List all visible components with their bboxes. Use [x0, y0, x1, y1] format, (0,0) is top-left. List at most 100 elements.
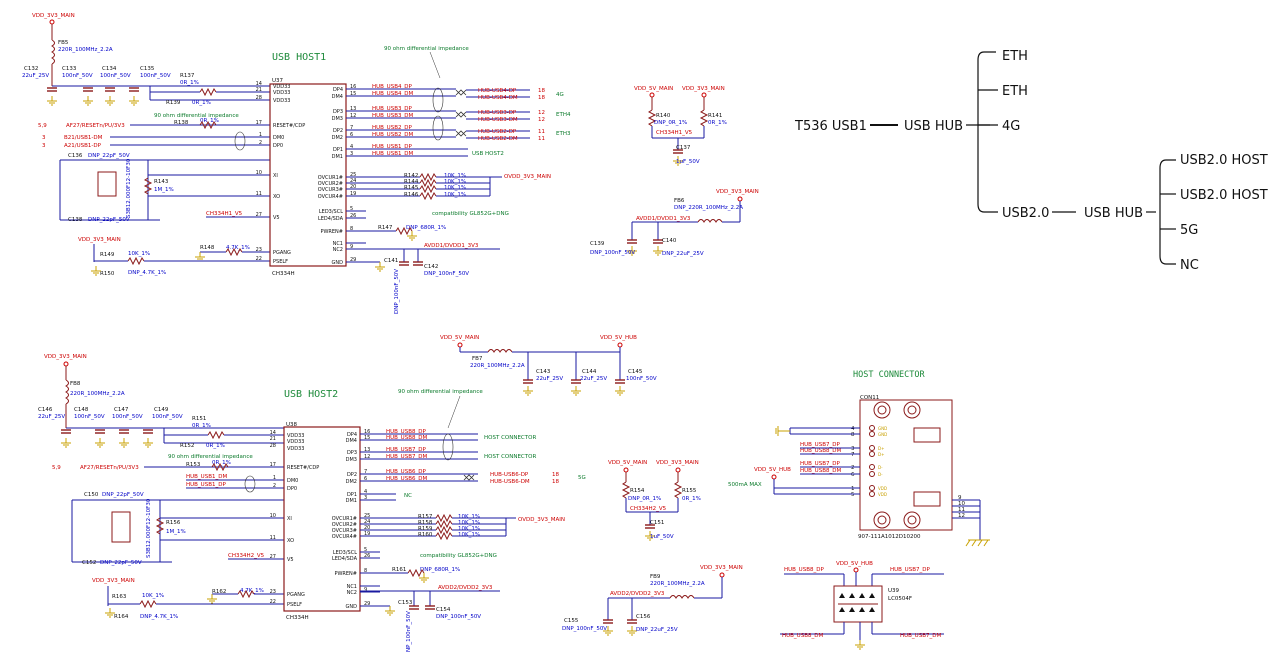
host2-ic-body [283, 426, 361, 612]
esd-br: HUB_USB7_DM [900, 633, 941, 639]
out-net-label: HUB-USB4-DP [478, 88, 517, 94]
host2-out-num: 18 [552, 472, 559, 478]
pin-number: 23 [270, 589, 276, 595]
ovcur-res-val: 10K_1% [458, 526, 480, 532]
p2-r154-ref: R154 [630, 488, 645, 494]
esd-ref: U39 [888, 588, 900, 594]
p2-c155-val: DNP_100nF_50V [562, 626, 607, 632]
p2-r155-ref: R155 [682, 488, 697, 494]
pin-number: 15 [350, 91, 356, 97]
host2-tag-5g: 5G [578, 475, 586, 481]
esd-tr: HUB_USB7_DP [890, 567, 930, 573]
pin-name: DP2 [333, 128, 343, 134]
p2-r154-val: DNP_0R_1% [628, 496, 661, 502]
host1-c141-val: DNP_100nF_50V [394, 269, 400, 314]
conn-pin-number: 8 [851, 432, 855, 438]
pin-name: PSELF [287, 602, 302, 608]
pin-name: DP1 [333, 147, 343, 153]
conn-pin-label: D+ [878, 446, 884, 451]
pin-name: V5 [273, 215, 280, 221]
host1-tag-eth3: ETH3 [556, 131, 571, 137]
host1-dp-num: 3 [42, 143, 46, 149]
esd-tl: HUB_USB8_DP [784, 567, 824, 573]
pin-name: NC2 [347, 590, 357, 596]
ovcur-res-val: 10K_1% [444, 185, 466, 191]
host1-ovdd: OVDD_3V3_MAIN [504, 174, 551, 180]
pin-name: DM1 [346, 498, 357, 504]
pin-name: RESET#/CDP [273, 123, 305, 129]
host2-cap-ref: C149 [154, 407, 169, 413]
host1-c138-ref: C138 [68, 217, 83, 223]
pin-number: 11 [270, 535, 276, 541]
esd-bl: HUB_USB8_DM [782, 633, 823, 639]
pin-name: LED3/SCL [319, 209, 343, 215]
host1-r148-val: 4.7K_1% [226, 245, 250, 251]
p2-c143-val: 22uF_25V [536, 376, 563, 382]
host2-cap-ref: C147 [114, 407, 129, 413]
pin-name: XI [287, 516, 292, 522]
host1-reset-net: AF27/RESETn/PU/3V3 [66, 123, 125, 129]
host1-fb-ref: FB5 [58, 40, 69, 46]
pin-name: PSELF [273, 259, 288, 265]
pin-number: 20 [350, 184, 356, 190]
pin-name: LED4/SDA [332, 556, 358, 562]
host2-r164-ref: R164 [114, 614, 129, 620]
host2-avdd: AVDD2/DVDD2_3V3 [438, 585, 493, 591]
host1-fb-val: 220R_100MHz_2.2A [58, 47, 113, 53]
esd-part: LC0504F [888, 596, 912, 602]
host1-c142-ref: C142 [424, 264, 438, 270]
usb-net-label: HUB_USB3_DP [372, 106, 412, 112]
conn-pin-dot [869, 471, 875, 477]
host1-diff-note-left: 90 ohm differential impedance [154, 113, 239, 119]
pin-number: 16 [364, 429, 370, 435]
host2-cap-ref: C146 [38, 407, 53, 413]
host1-dm-num: 3 [42, 135, 46, 141]
host2-r163-val: 10K_1% [142, 593, 164, 599]
host1-cap-ref: C134 [102, 66, 117, 72]
pin-number: 19 [364, 531, 370, 537]
esd-vdd5hub: VDD_5V_HUB [836, 561, 873, 567]
pin-name: DM2 [346, 479, 357, 485]
ovcur-res-ref: R158 [418, 520, 433, 526]
esd-diode-lower [849, 607, 855, 612]
pin-number: 4 [350, 144, 353, 150]
pin-number: 14 [270, 430, 276, 436]
host1-avdd: AVDD1/DVDD1_3V3 [424, 243, 479, 249]
pin-number: 27 [270, 554, 276, 560]
host2-xtal: S3B12.000F12-10F30 [146, 498, 152, 558]
pin-name: GND [346, 604, 358, 610]
host1-r138-ref: R138 [174, 120, 189, 126]
pin-number: 15 [364, 435, 370, 441]
host1-vdd-label: VDD_3V3_MAIN [32, 13, 75, 19]
tree-h2-item: USB2.0 HOST [1180, 188, 1268, 203]
pin-name: DP4 [333, 87, 343, 93]
pin-name: NC2 [333, 247, 343, 253]
usb-net-label: HUB_USB2_DP [372, 125, 412, 131]
host1-tag-4g: 4G [556, 92, 564, 98]
p2-c145-val: 100nF_50V [626, 376, 657, 382]
conn-pin-label: VDD [878, 486, 887, 491]
host2-ic-part: CH334H [286, 615, 309, 621]
usb-net-label: HUB_USB4_DM [372, 91, 413, 97]
conn-pin-dot [869, 464, 875, 470]
host1-right-pins: 16DP415DM413DP312DM37DP26DM24DP13DM125OV… [318, 84, 366, 266]
host2-r152-ref: R152 [180, 443, 194, 449]
ovcur-resistor [435, 532, 453, 540]
host2-r151-val: 0R_1% [192, 423, 211, 429]
conn-part: 907-111A1012D10200 [858, 534, 921, 540]
p1-vdd5: VDD_5V_MAIN [634, 86, 673, 92]
p2-c144-ref: C144 [582, 369, 597, 375]
pin-name: V5 [287, 557, 294, 563]
host1-caps: C132 22uF_25V C133 100nF_50V C134 100nF_… [22, 66, 171, 106]
pin-name: DM3 [332, 116, 343, 122]
esd-block: VDD_5V_HUB HUB_USB8_DP HUB_USB7_DP U39 L… [780, 561, 944, 650]
host2-c153-ref: C153 [398, 600, 413, 606]
pin-name: DM1 [332, 154, 343, 160]
esd-diode-upper [859, 593, 865, 598]
ovcur-res-ref: R145 [404, 185, 419, 191]
host2-title: USB HOST2 [284, 389, 338, 400]
out-net-number: 12 [538, 110, 545, 116]
